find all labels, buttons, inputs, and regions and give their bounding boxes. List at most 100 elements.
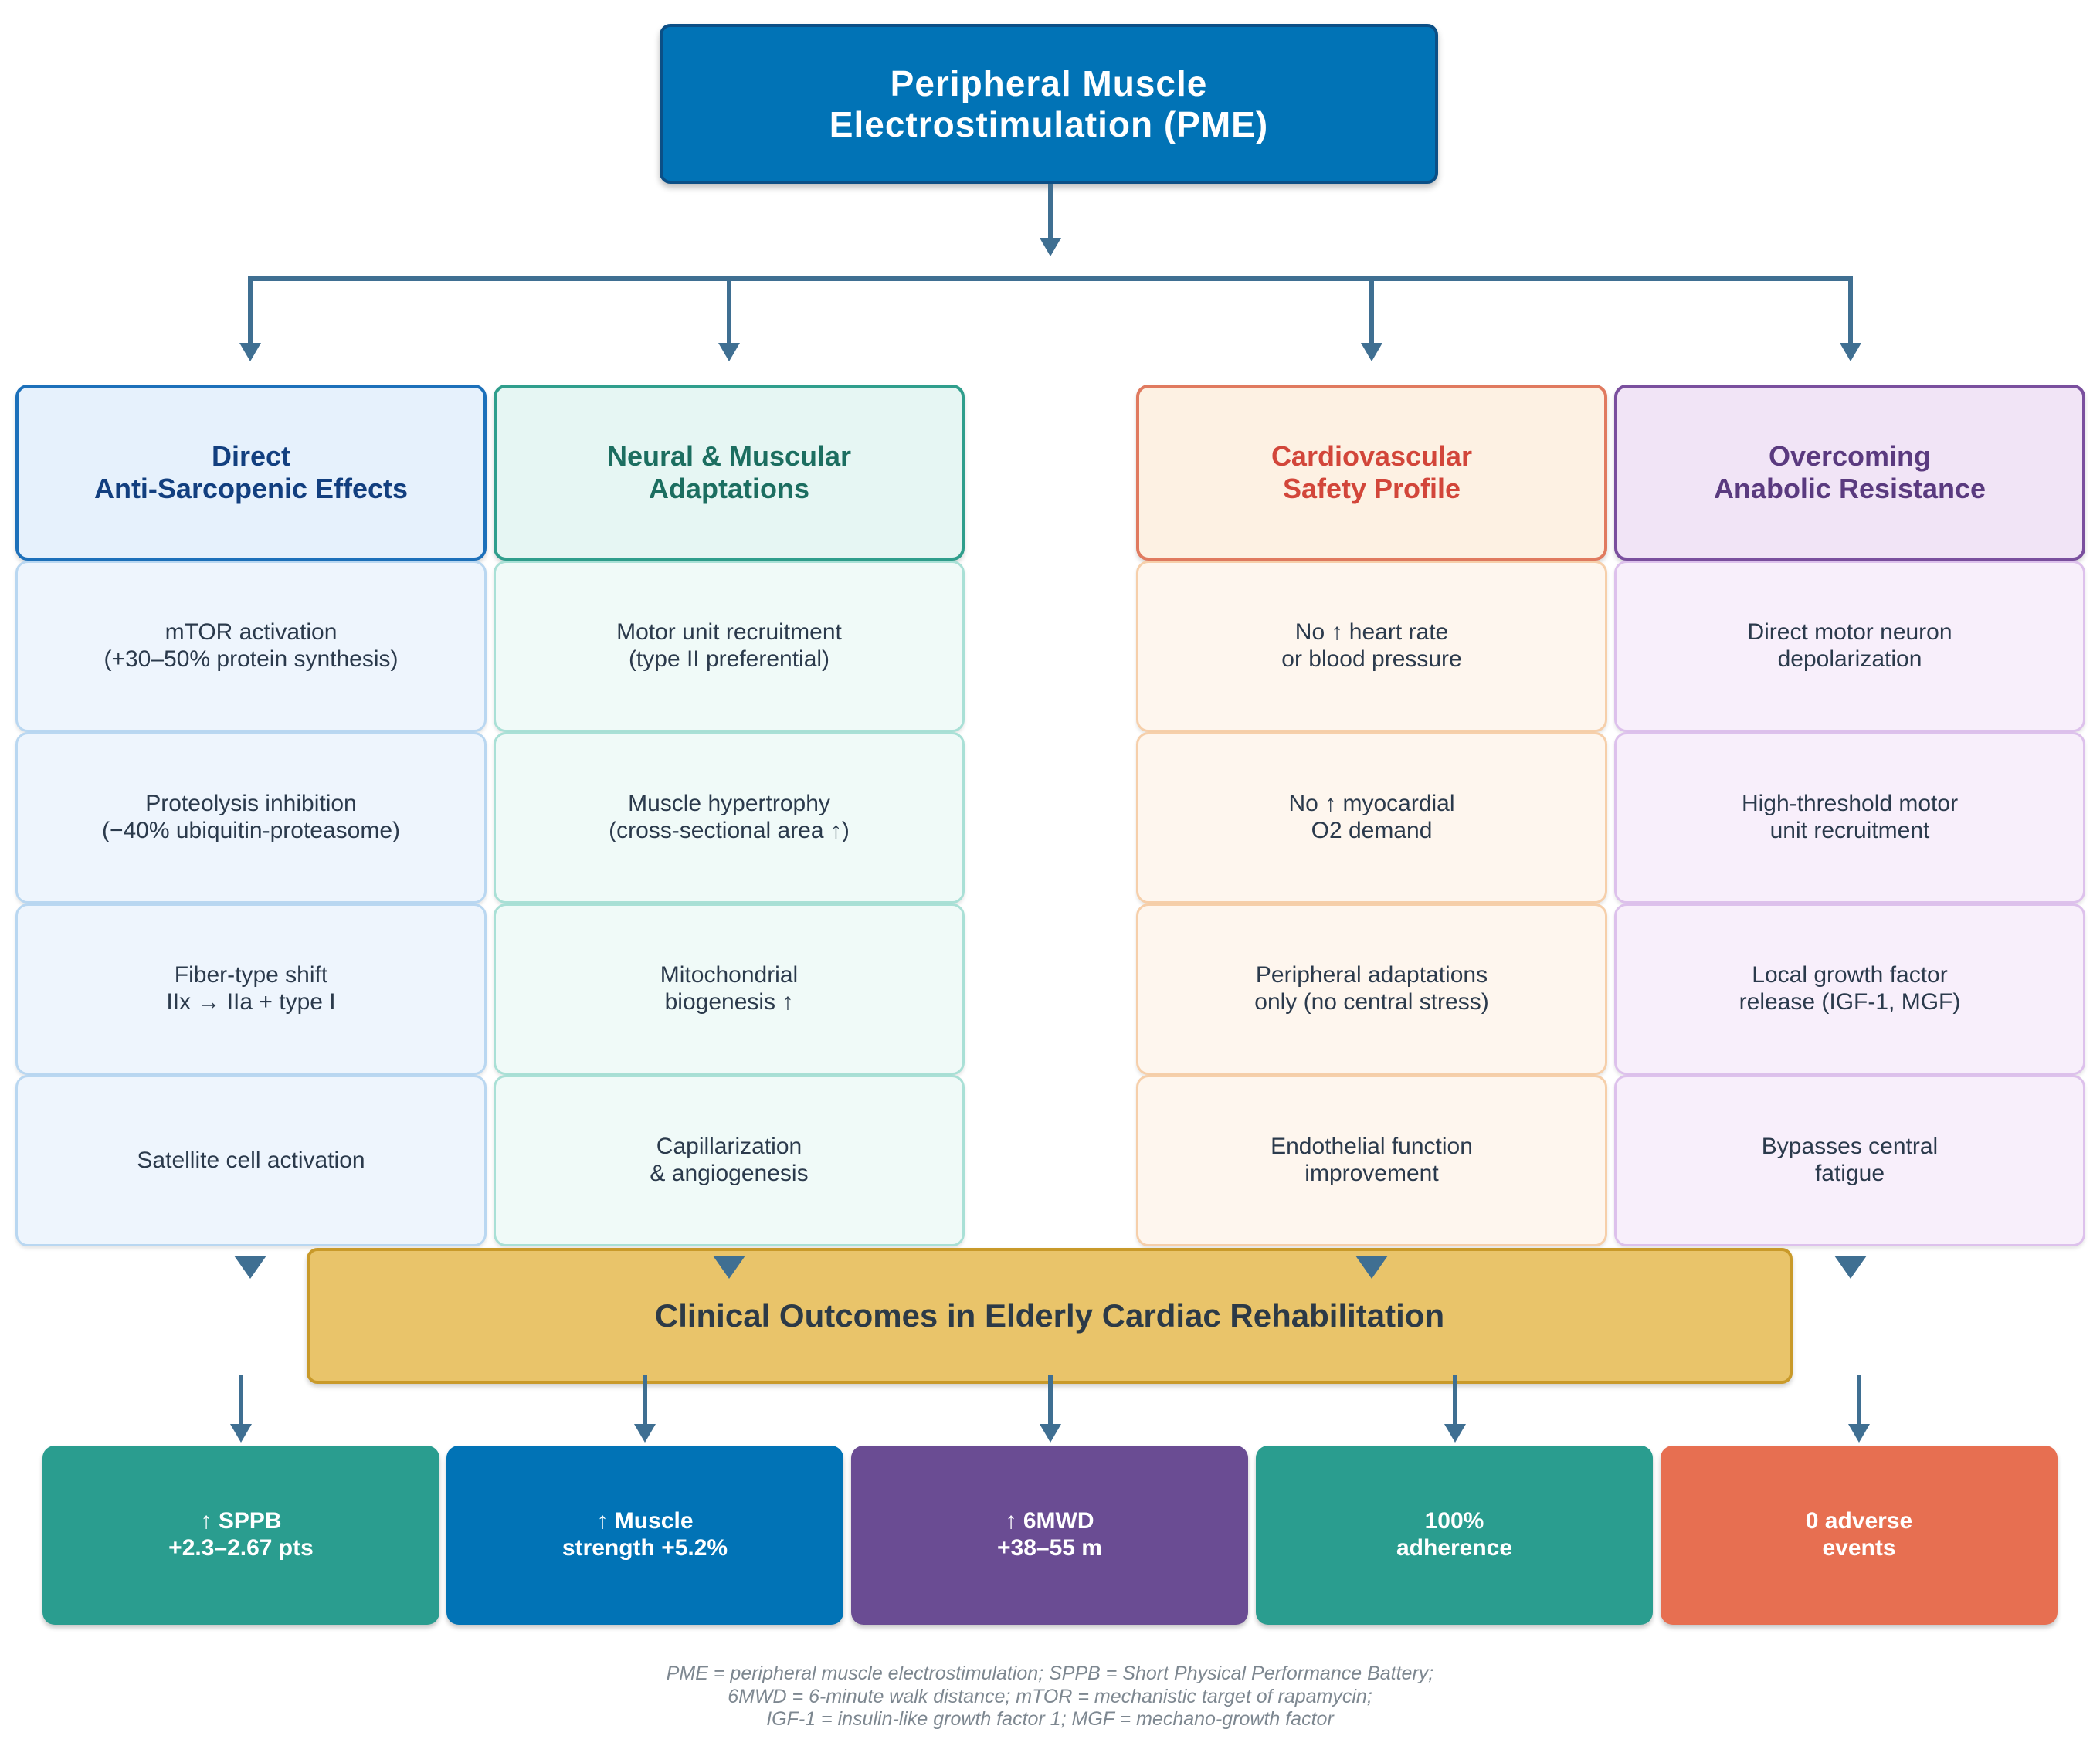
column-title-line1: Direct — [211, 440, 291, 473]
connector-branch-3 — [1369, 276, 1374, 343]
item-line1: Fiber-type shift — [174, 962, 328, 988]
outcome-connector-3-arrow — [1040, 1424, 1061, 1443]
column-title-line2: Anabolic Resistance — [1713, 473, 1986, 504]
item-line1: Direct motor neuron — [1747, 619, 1952, 646]
column-anti-sarcopenic: Direct Anti-Sarcopenic Effects mTOR acti… — [15, 385, 487, 1246]
item-line2: (cross-sectional area ↑) — [609, 818, 850, 843]
outcome-sppb: ↑ SPPB +2.3–2.67 pts — [42, 1446, 439, 1625]
item-line1: Local growth factor — [1752, 962, 1948, 988]
column-header-cardiovascular-safety: Cardiovascular Safety Profile — [1136, 385, 1607, 561]
item-line1: No ↑ myocardial — [1288, 791, 1455, 817]
column-item: Satellite cell activation — [15, 1075, 487, 1246]
item-line1: Mitochondrial — [660, 962, 799, 988]
outcome-connector-3 — [1048, 1375, 1053, 1424]
connector-branch-4-arrow — [1840, 343, 1861, 361]
outcome-connector-2 — [643, 1375, 647, 1424]
connector-branch-1 — [248, 276, 253, 343]
item-line1: Satellite cell activation — [137, 1147, 365, 1173]
column-item: Endothelial function improvement — [1136, 1075, 1607, 1246]
clinical-outcomes-title: Clinical Outcomes in Elderly Cardiac Reh… — [654, 1297, 1445, 1334]
outcome-line2: +2.3–2.67 pts — [168, 1535, 314, 1561]
column-item: Capillarization & angiogenesis — [494, 1075, 965, 1246]
outcome-line2: events — [1822, 1535, 1896, 1561]
item-line2: release (IGF-1, MGF) — [1739, 989, 1961, 1015]
column-item: Proteolysis inhibition (−40% ubiquitin-p… — [15, 732, 487, 904]
connector-branch-4 — [1848, 276, 1853, 343]
outcome-line1: ↑ 6MWD — [1005, 1508, 1094, 1534]
outcome-connector-1-arrow — [230, 1424, 252, 1443]
column-item: Muscle hypertrophy (cross-sectional area… — [494, 732, 965, 904]
column-item: Peripheral adaptations only (no central … — [1136, 904, 1607, 1075]
pme-title-box: Peripheral Muscle Electrostimulation (PM… — [660, 24, 1438, 184]
item-line2: (+30–50% protein synthesis) — [103, 646, 399, 672]
outcome-6mwd: ↑ 6MWD +38–55 m — [851, 1446, 1248, 1625]
column-item: No ↑ heart rate or blood pressure — [1136, 561, 1607, 732]
item-line1: No ↑ heart rate — [1294, 619, 1449, 646]
outcome-line2: strength +5.2% — [561, 1535, 728, 1561]
item-line1: Motor unit recruitment — [616, 619, 842, 646]
outcome-connector-4-arrow — [1444, 1424, 1466, 1443]
column-anabolic-resistance: Overcoming Anabolic Resistance Direct mo… — [1614, 385, 2085, 1246]
column-item: Direct motor neuron depolarization — [1614, 561, 2085, 732]
pme-title-line2: Electrostimulation (PME) — [829, 103, 1269, 144]
outcome-connector-2-arrow — [634, 1424, 656, 1443]
column-header-neural-muscular: Neural & Muscular Adaptations — [494, 385, 965, 561]
column-item: No ↑ myocardial O2 demand — [1136, 732, 1607, 904]
connector-branch-3-arrow — [1361, 343, 1382, 361]
column-1-down-triangle — [234, 1256, 266, 1279]
column-header-anti-sarcopenic: Direct Anti-Sarcopenic Effects — [15, 385, 487, 561]
item-line1: Peripheral adaptations — [1255, 962, 1488, 988]
outcome-line1: 0 adverse — [1805, 1508, 1913, 1534]
item-line2: unit recruitment — [1769, 818, 1930, 843]
item-line2: biogenesis ↑ — [664, 989, 794, 1015]
connector-horizontal-bus — [248, 276, 1853, 281]
column-item: mTOR activation (+30–50% protein synthes… — [15, 561, 487, 732]
column-item: Fiber-type shift IIx → IIa + type I — [15, 904, 487, 1075]
footer-line3: IGF-1 = insulin-like growth factor 1; MG… — [766, 1708, 1334, 1730]
column-item: Bypasses central fatigue — [1614, 1075, 2085, 1246]
connector-branch-1-arrow — [239, 343, 261, 361]
column-title-line1: Neural & Muscular — [606, 440, 852, 473]
column-2-down-triangle — [713, 1256, 745, 1279]
outcome-line1: ↑ Muscle — [596, 1508, 694, 1534]
column-item: High-threshold motor unit recruitment — [1614, 732, 2085, 904]
outcome-connector-1 — [239, 1375, 243, 1424]
item-line1: Muscle hypertrophy — [628, 791, 830, 817]
connector-top-vertical — [1048, 184, 1053, 239]
column-title-line2: Safety Profile — [1282, 473, 1461, 504]
item-line2: (−40% ubiquitin-proteasome) — [101, 818, 401, 843]
column-cardiovascular-safety: Cardiovascular Safety Profile No ↑ heart… — [1136, 385, 1607, 1246]
column-header-anabolic-resistance: Overcoming Anabolic Resistance — [1614, 385, 2085, 561]
pme-title-line1: Peripheral Muscle — [890, 63, 1208, 103]
footer-line1: PME = peripheral muscle electrostimulati… — [666, 1663, 1434, 1684]
outcome-adverse-events: 0 adverse events — [1661, 1446, 2058, 1625]
outcome-connector-4 — [1453, 1375, 1457, 1424]
item-line1: Proteolysis inhibition — [145, 791, 357, 817]
column-neural-muscular: Neural & Muscular Adaptations Motor unit… — [494, 385, 965, 1246]
outcome-line2: +38–55 m — [997, 1535, 1102, 1561]
outcome-adherence: 100% adherence — [1256, 1446, 1653, 1625]
outcome-connector-5-arrow — [1848, 1424, 1870, 1443]
footer-abbreviations: PME = peripheral muscle electrostimulati… — [0, 1663, 2100, 1731]
item-line1: mTOR activation — [165, 619, 338, 646]
column-3-down-triangle — [1355, 1256, 1388, 1279]
outcome-connector-5 — [1857, 1375, 1861, 1424]
column-title-line1: Overcoming — [1768, 440, 1932, 473]
item-line1: High-threshold motor — [1741, 791, 1959, 817]
column-title-line2: Adaptations — [648, 473, 809, 504]
item-line2: fatigue — [1814, 1161, 1885, 1186]
item-line2: IIx → IIa + type I — [166, 989, 336, 1015]
connector-branch-2-arrow — [718, 343, 740, 361]
clinical-outcomes-box: Clinical Outcomes in Elderly Cardiac Reh… — [307, 1248, 1793, 1384]
item-line2: improvement — [1304, 1161, 1439, 1186]
column-4-down-triangle — [1834, 1256, 1867, 1279]
item-line2: & angiogenesis — [650, 1161, 809, 1186]
column-title-line2: Anti-Sarcopenic Effects — [93, 473, 409, 504]
item-line2: (type II preferential) — [628, 646, 830, 672]
item-line1: Bypasses central — [1761, 1134, 1939, 1160]
item-line2: only (no central stress) — [1254, 989, 1489, 1015]
column-item: Mitochondrial biogenesis ↑ — [494, 904, 965, 1075]
item-line2: or blood pressure — [1281, 646, 1462, 672]
outcome-muscle-strength: ↑ Muscle strength +5.2% — [446, 1446, 843, 1625]
item-line2: O2 demand — [1311, 818, 1433, 843]
